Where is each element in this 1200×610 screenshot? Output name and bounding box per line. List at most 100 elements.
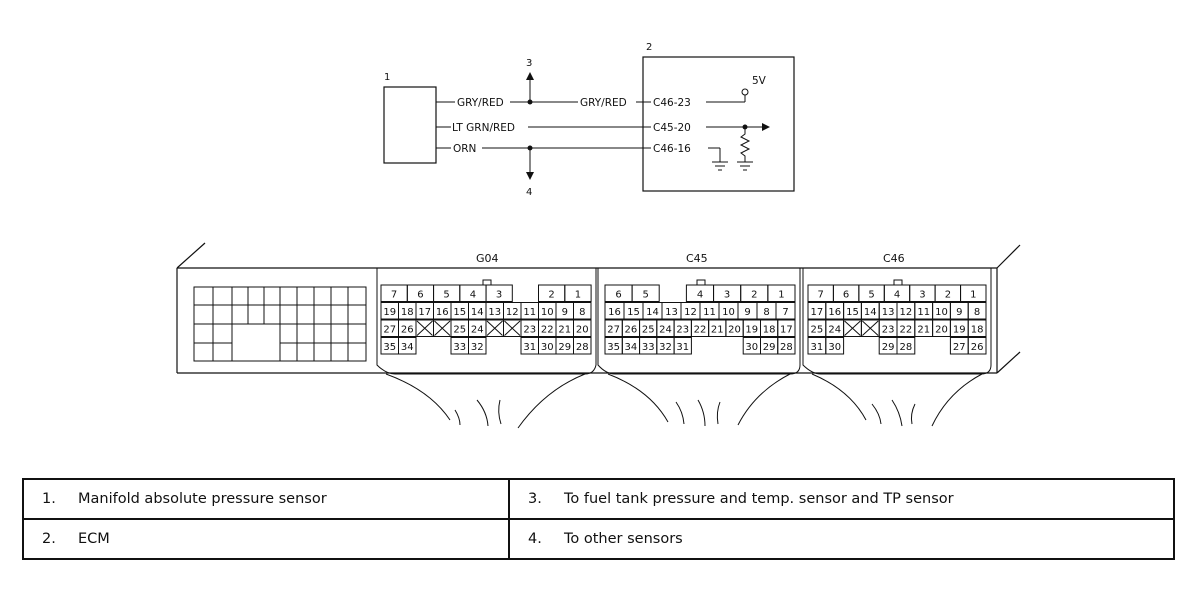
pin-number: 35 [607, 342, 620, 353]
pin-number: 7 [391, 290, 397, 301]
pin-number: 20 [576, 325, 589, 336]
component-1-label: 1 [384, 72, 390, 83]
blank-pin-cross [862, 320, 879, 336]
pin-number: 31 [523, 342, 536, 353]
wire1-color-left: GRY/RED [457, 97, 504, 109]
legend-item: 1.Manifold absolute pressure sensor [22, 478, 510, 520]
pin-number: 16 [436, 307, 449, 318]
component-2-label: 2 [646, 42, 652, 53]
pin-number: 6 [417, 290, 423, 301]
pin-number: 27 [607, 325, 620, 336]
pin-number: 7 [818, 290, 824, 301]
pin-cell [967, 319, 987, 337]
connector-g04-name: G04 [476, 252, 499, 265]
legend-num: 2. [42, 531, 56, 547]
pin-number: 4 [894, 290, 900, 301]
pin-number: 16 [828, 307, 841, 318]
blank-pin-cross [486, 320, 503, 336]
pin-number: 21 [558, 325, 571, 336]
pin-number: 32 [659, 342, 672, 353]
pin-number: 6 [615, 290, 621, 301]
pin-number: 1 [778, 290, 784, 301]
pin-number: 10 [541, 307, 554, 318]
pin-number: 13 [488, 307, 501, 318]
connector-key-tab [893, 279, 903, 286]
pin-cell [564, 284, 592, 302]
pin-number: 2 [751, 290, 757, 301]
pin-cell [673, 337, 692, 355]
pin-number: 4 [470, 290, 476, 301]
wire1-ecm-pin: C46-23 [653, 97, 691, 109]
pin-number: 3 [919, 290, 925, 301]
pin-number: 14 [864, 307, 877, 318]
pin-cell [896, 337, 916, 355]
pin-number: 10 [722, 307, 735, 318]
legend-row: 1.Manifold absolute pressure sensor 3.To… [22, 478, 1175, 520]
pin-number: 18 [971, 325, 984, 336]
pin-number: 14 [471, 307, 484, 318]
pin-number: 23 [882, 325, 895, 336]
pin-number: 20 [935, 325, 948, 336]
pin-number: 27 [383, 325, 396, 336]
pin-cell [468, 337, 487, 355]
pin-number: 28 [576, 342, 589, 353]
pin-number: 15 [453, 307, 466, 318]
pin-cell [777, 319, 796, 337]
legend-text: ECM [78, 531, 110, 547]
pin-cell [767, 284, 796, 302]
pin-number: 5 [443, 290, 449, 301]
blank-pin-cross [416, 320, 433, 336]
pin-number: 7 [782, 307, 788, 318]
supply-label: 5V [752, 75, 767, 87]
connector-key-tab [482, 279, 492, 286]
pulldown-resistor [739, 127, 751, 162]
legend-table: 1.Manifold absolute pressure sensor 3.To… [22, 478, 1175, 560]
connector-c46-name: C46 [883, 252, 905, 265]
pin-number: 9 [956, 307, 962, 318]
pin-number: 29 [558, 342, 571, 353]
blank-pin-cross [844, 320, 861, 336]
pin-number: 13 [665, 307, 678, 318]
pin-number: 35 [383, 342, 396, 353]
pin-cell [485, 284, 513, 302]
pin-number: 3 [496, 290, 502, 301]
pin-number: 8 [974, 307, 980, 318]
blank-pin-cross [504, 320, 521, 336]
pin-number: 8 [763, 307, 769, 318]
pin-cell [398, 337, 417, 355]
pin-number: 2 [945, 290, 951, 301]
pin-cell [825, 337, 845, 355]
pin-number: 5 [643, 290, 649, 301]
pin-number: 22 [900, 325, 913, 336]
connector-c45-name: C45 [686, 252, 708, 265]
pin-number: 33 [453, 342, 466, 353]
pin-number: 22 [694, 325, 707, 336]
pin-number: 8 [579, 307, 585, 318]
map-sensor-box [383, 86, 437, 164]
pin-number: 26 [971, 342, 984, 353]
pin-number: 3 [724, 290, 730, 301]
pin-number: 24 [828, 325, 841, 336]
ecm-box [642, 56, 795, 192]
pin-cell [967, 302, 987, 320]
pin-number: 6 [843, 290, 849, 301]
pin-number: 25 [453, 325, 466, 336]
pin-number: 15 [846, 307, 859, 318]
pin-number: 18 [763, 325, 776, 336]
pin-number: 25 [642, 325, 655, 336]
pin-number: 23 [676, 325, 689, 336]
pin-number: 29 [763, 342, 776, 353]
legend-text: Manifold absolute pressure sensor [78, 491, 327, 507]
pin-number: 29 [882, 342, 895, 353]
legend-row: 2.ECM 4.To other sensors [22, 518, 1175, 560]
pin-number: 11 [523, 307, 536, 318]
pin-number: 28 [900, 342, 913, 353]
wire2-color: LT GRN/RED [452, 122, 515, 134]
pin-number: 24 [471, 325, 484, 336]
pin-number: 25 [811, 325, 824, 336]
pin-number: 21 [711, 325, 724, 336]
pin-number: 11 [703, 307, 716, 318]
pin-number: 23 [523, 325, 536, 336]
pin-number: 24 [659, 325, 672, 336]
